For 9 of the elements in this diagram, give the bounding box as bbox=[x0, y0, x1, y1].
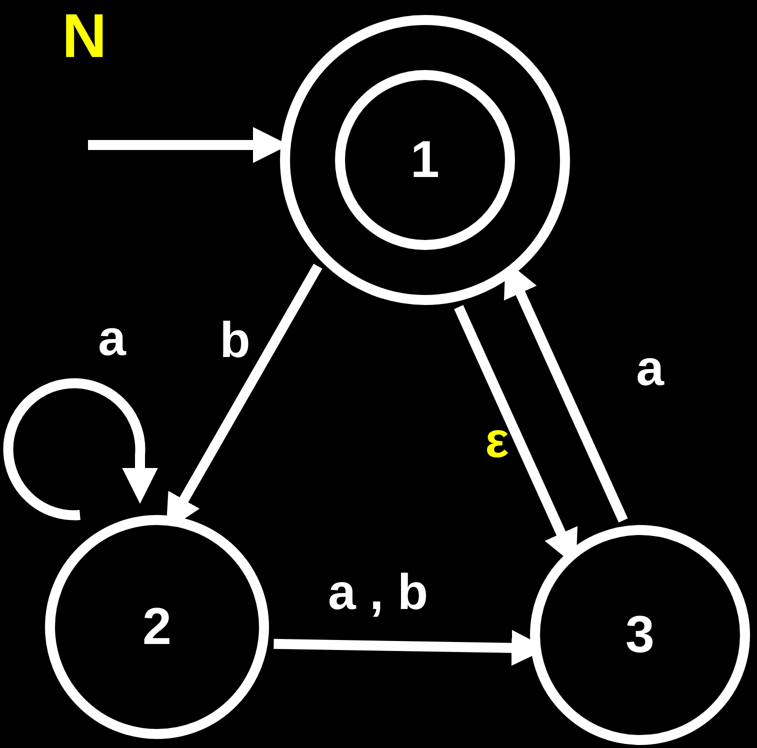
edge-label: a bbox=[636, 343, 664, 393]
state-label: 3 bbox=[626, 609, 654, 661]
edge-label: a , b bbox=[328, 567, 428, 617]
state-label: 2 bbox=[142, 601, 172, 653]
title: N bbox=[62, 6, 107, 68]
edge-label: a bbox=[98, 313, 126, 363]
state-label: 1 bbox=[410, 134, 440, 186]
edge-label: ε bbox=[485, 415, 509, 465]
edge-label: b bbox=[220, 315, 250, 365]
